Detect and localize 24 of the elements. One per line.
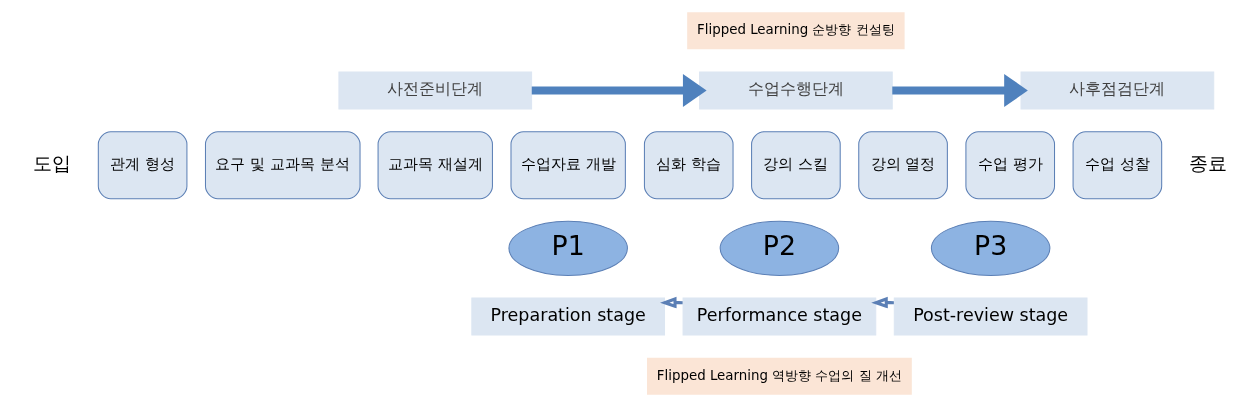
label: 종료 — [1188, 152, 1227, 174]
node-box: Preparation stage — [470, 297, 665, 336]
node-ellipse: P2 — [719, 220, 839, 276]
label: Flipped Learning 순방향 컨설팅 — [696, 22, 895, 38]
node-box: 요구 및 교과목 분석 — [204, 131, 361, 200]
arrow — [891, 73, 1028, 108]
node-box: 수업 평가 — [964, 131, 1055, 200]
label: Flipped Learning 역방향 수업의 질 개선 — [656, 367, 902, 383]
node-ellipse: P1 — [507, 220, 628, 276]
node-box: 사후점검단계 — [1020, 71, 1214, 110]
arrow — [531, 73, 707, 108]
node-box: 강의 스킬 — [750, 131, 841, 200]
node-box: 사전준비단계 — [337, 71, 532, 110]
node-box: 관계 형성 — [97, 131, 187, 200]
node-box: Post-review stage — [893, 297, 1087, 336]
node-box: 교과목 재설계 — [377, 131, 493, 200]
node-box: 수업 성찰 — [1072, 131, 1162, 200]
node-box: Performance stage — [682, 297, 876, 336]
node-box: 수업수행단계 — [698, 71, 893, 110]
node-box: 강의 열정 — [857, 131, 948, 200]
node-box: 심화 학습 — [643, 131, 734, 200]
node-ellipse: P3 — [930, 220, 1050, 276]
label: 도입 — [32, 152, 71, 174]
node-box: 수업자료 개발 — [509, 131, 626, 200]
